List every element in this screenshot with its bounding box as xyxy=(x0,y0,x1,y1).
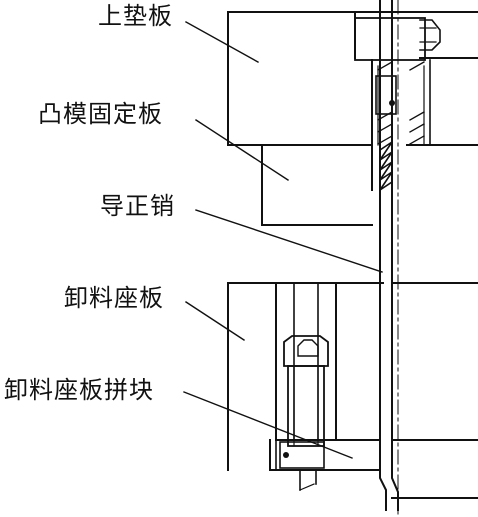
leader-stripper-seat-plate xyxy=(185,301,245,341)
stripper-seat-plate xyxy=(227,282,478,471)
upper-screw-pocket xyxy=(354,17,441,61)
label-guide-pin: 导正销 xyxy=(100,192,175,220)
punch-holder-plate xyxy=(227,144,478,226)
leader-guide-pin xyxy=(195,209,383,273)
stripper-seat-insert xyxy=(269,439,478,499)
guide-pin-body xyxy=(379,0,399,511)
leader-punch-holder-plate xyxy=(195,119,289,181)
label-stripper-seat-insert: 卸料座板拼块 xyxy=(4,376,154,404)
upper-cap-screw xyxy=(371,59,431,191)
label-upper-pad-plate: 上垫板 xyxy=(98,2,173,30)
label-stripper-seat-plate: 卸料座板 xyxy=(64,284,164,312)
leader-stripper-seat-insert xyxy=(183,391,353,459)
leader-lines xyxy=(183,21,383,459)
leader-upper-pad-plate xyxy=(185,21,259,63)
lower-cap-screw xyxy=(283,283,329,447)
label-punch-holder-plate: 凸模固定板 xyxy=(38,100,163,128)
